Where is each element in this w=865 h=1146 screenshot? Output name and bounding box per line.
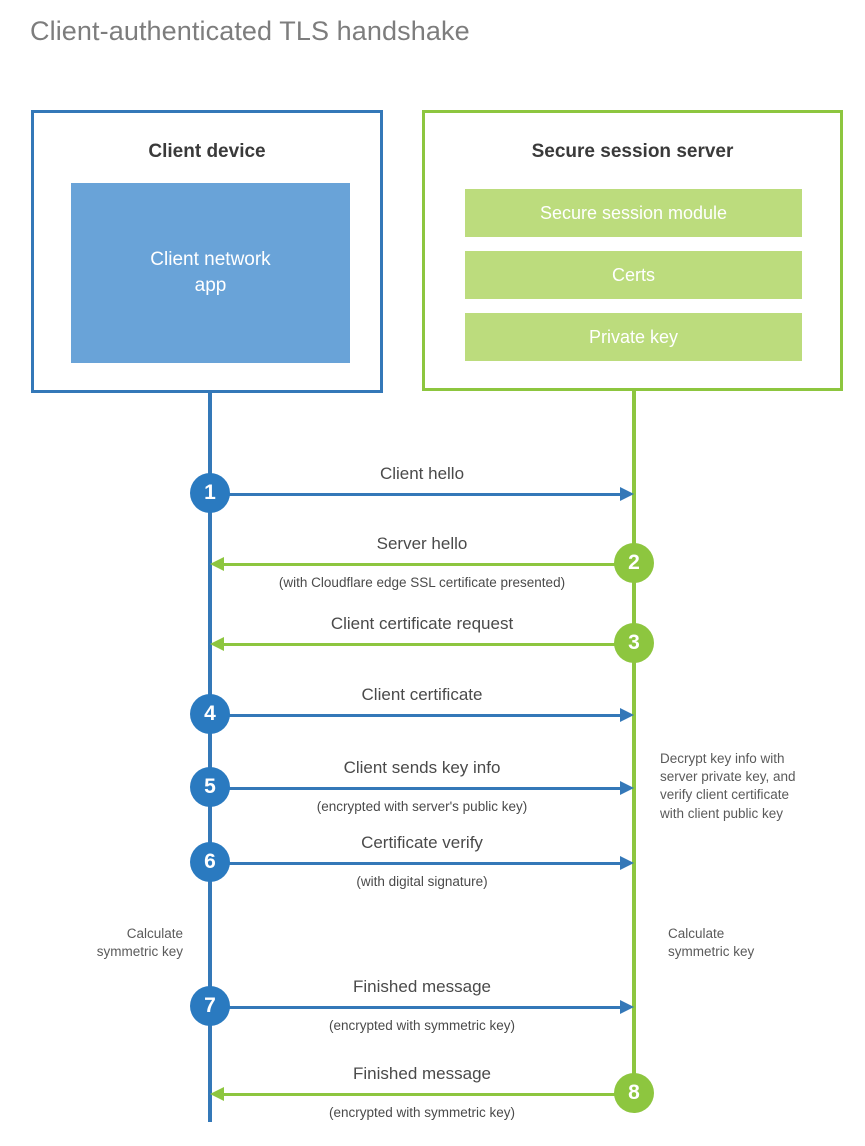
message-label: Certificate verify bbox=[361, 833, 483, 852]
arrowhead-right-icon bbox=[620, 708, 634, 722]
arrowhead-right-icon bbox=[620, 856, 634, 870]
message-label: Client certificate request bbox=[330, 614, 514, 633]
step-number: 2 bbox=[628, 551, 640, 574]
step-marker-1[interactable]: 1 bbox=[190, 473, 230, 513]
client-lifeline bbox=[208, 390, 212, 1122]
annotation-line: Calculate bbox=[126, 926, 183, 941]
annotation-line: symmetric key bbox=[96, 944, 183, 960]
client-network-app-label-line1: Client network bbox=[150, 249, 271, 271]
message-sublabel: (encrypted with symmetric key) bbox=[328, 1018, 516, 1033]
annotation-line: with client public key bbox=[660, 805, 784, 821]
step-number: 3 bbox=[628, 631, 640, 654]
annotation-line: Calculate bbox=[668, 926, 725, 941]
client-network-app-block: Client network app bbox=[71, 183, 350, 363]
message-arrow-line bbox=[210, 787, 620, 790]
annotation-client-calculate-symmetric-key: Calculate symmetric key bbox=[97, 925, 183, 961]
step-number: 1 bbox=[204, 481, 216, 504]
message-label: Finished message bbox=[353, 1064, 491, 1083]
step-number: 6 bbox=[204, 850, 216, 873]
message-arrow-line bbox=[210, 714, 620, 717]
server-bar-label: Secure session module bbox=[539, 202, 728, 223]
arrowhead-left-icon bbox=[210, 637, 224, 651]
secure-session-server-title: Secure session server bbox=[531, 141, 734, 162]
message-sublabel: (encrypted with server's public key) bbox=[316, 799, 528, 814]
arrowhead-left-icon bbox=[210, 1087, 224, 1101]
annotation-line: server private key, and bbox=[660, 769, 796, 785]
annotation-server-calculate-symmetric-key: Calculate symmetric key bbox=[668, 925, 754, 961]
step-number: 5 bbox=[204, 775, 216, 798]
server-bar-private-key: Private key bbox=[465, 313, 802, 361]
annotation-line: verify client certificate bbox=[660, 787, 790, 803]
message-arrow-line bbox=[224, 643, 634, 646]
message-arrow-line bbox=[210, 1006, 620, 1009]
message-label: Finished message bbox=[353, 977, 491, 996]
step-marker-6[interactable]: 6 bbox=[190, 842, 230, 882]
message-label: Client hello bbox=[379, 464, 465, 483]
step-marker-4[interactable]: 4 bbox=[190, 694, 230, 734]
client-network-app-label: Client network app bbox=[150, 247, 270, 298]
arrowhead-right-icon bbox=[620, 487, 634, 501]
message-sublabel: (with Cloudflare edge SSL certificate pr… bbox=[278, 575, 566, 590]
step-marker-7[interactable]: 7 bbox=[190, 986, 230, 1026]
message-arrow-line bbox=[224, 1093, 634, 1096]
server-bar-secure-session-module: Secure session module bbox=[465, 189, 802, 237]
message-sublabel: (encrypted with symmetric key) bbox=[328, 1105, 516, 1120]
client-network-app-label-line2: app bbox=[194, 275, 227, 296]
client-device-box: Client device Client network app bbox=[31, 110, 383, 393]
server-lifeline bbox=[632, 388, 636, 1094]
step-number: 4 bbox=[204, 702, 216, 725]
message-arrow-line bbox=[224, 563, 634, 566]
annotation-line: Decrypt key info with bbox=[660, 751, 785, 766]
step-marker-5[interactable]: 5 bbox=[190, 767, 230, 807]
step-marker-2[interactable]: 2 bbox=[614, 543, 654, 583]
step-number: 8 bbox=[628, 1081, 640, 1104]
arrowhead-right-icon bbox=[620, 781, 634, 795]
arrowhead-left-icon bbox=[210, 557, 224, 571]
message-sublabel: (with digital signature) bbox=[356, 874, 488, 889]
secure-session-server-box: Secure session server Secure session mod… bbox=[422, 110, 843, 391]
annotation-line: symmetric key bbox=[668, 944, 755, 960]
client-device-title: Client device bbox=[148, 141, 266, 162]
message-arrow-line bbox=[210, 493, 620, 496]
server-bar-certs: Certs bbox=[465, 251, 802, 299]
server-bar-label: Certs bbox=[611, 264, 655, 285]
step-marker-3[interactable]: 3 bbox=[614, 623, 654, 663]
server-bar-label: Private key bbox=[588, 326, 679, 347]
step-marker-8[interactable]: 8 bbox=[614, 1073, 654, 1113]
annotation-server-decrypt: Decrypt key info with server private key… bbox=[660, 750, 796, 823]
message-label: Client certificate bbox=[361, 685, 483, 704]
arrowhead-right-icon bbox=[620, 1000, 634, 1014]
message-label: Client sends key info bbox=[343, 758, 501, 777]
step-number: 7 bbox=[204, 994, 216, 1017]
page-title: Client-authenticated TLS handshake bbox=[30, 16, 470, 46]
message-label: Server hello bbox=[376, 534, 468, 553]
message-arrow-line bbox=[210, 862, 620, 865]
